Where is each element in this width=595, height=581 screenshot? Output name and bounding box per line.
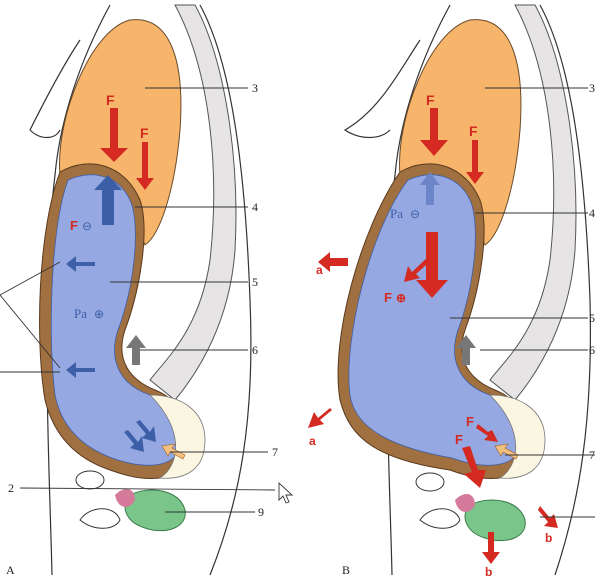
- arrow-label-b1-b: b: [545, 531, 552, 545]
- force-arrow-2-a: [136, 142, 154, 190]
- label-6-b: 6: [589, 343, 595, 357]
- force-label-f3-b: F: [384, 290, 392, 305]
- arrow-f-large-b: [462, 446, 486, 488]
- label-6-a: 6: [252, 343, 258, 357]
- force-arrow-down-b: [416, 232, 448, 298]
- label-4-b: 4: [589, 206, 595, 220]
- force-arrow-1-b: [420, 108, 448, 156]
- force-label-f1-b: F: [426, 92, 435, 108]
- force-label-minus-a: ⊖: [82, 219, 92, 233]
- label-2-a: 2: [8, 481, 14, 495]
- arrow-a-upper-b: [318, 252, 348, 272]
- leader-lines-b: [450, 87, 595, 518]
- label-4-a: 4: [252, 200, 258, 214]
- pink-tissue-a: [115, 488, 135, 507]
- leader-lines-a: [0, 87, 276, 513]
- force-arrow-diag-b: [404, 255, 434, 282]
- label-7-b: 7: [589, 448, 595, 462]
- force-arrow-2-b: [466, 140, 484, 184]
- force-label-f3-a: F: [70, 218, 78, 233]
- back-outline-a: [199, 4, 252, 576]
- arrow-a-lower-b: [308, 408, 332, 428]
- pubic-outline-b: [419, 508, 461, 529]
- force-plus-b: ⊕: [396, 291, 406, 305]
- pressure-arrow-left-2-a: [66, 362, 95, 378]
- mouse-cursor-icon: [278, 481, 294, 504]
- pubic-outline-a: [79, 508, 121, 529]
- back-outline-b: [539, 4, 592, 576]
- bone-oval-a: [75, 470, 105, 490]
- panel-letter-b: B: [342, 563, 350, 577]
- pressure-arrow-up-b: [420, 172, 440, 205]
- pelvic-bone-b: [464, 499, 526, 542]
- pelvic-area-a: [149, 394, 206, 479]
- pink-tissue-b: [455, 493, 475, 512]
- arrow-b-down-b: [482, 532, 500, 564]
- label-3-b: 3: [589, 81, 595, 95]
- arrow-label-a1-b: a: [316, 263, 323, 277]
- label-5-b: 5: [589, 311, 595, 325]
- label-3-a: 3: [252, 81, 258, 95]
- pelvic-area-b: [489, 394, 546, 479]
- grey-arrow-b: [456, 335, 476, 365]
- breast-a: [29, 39, 81, 139]
- arrow-label-b2-b: b: [485, 565, 492, 579]
- force-label-f2-b: F: [469, 123, 478, 139]
- label-5-a: 5: [252, 275, 258, 289]
- label-9-a: 9: [258, 505, 264, 519]
- pressure-arrow-down-2-a: [136, 420, 156, 442]
- pelvic-bone-a: [124, 489, 186, 532]
- force-label-f2-a: F: [140, 125, 149, 141]
- grey-arrow-a: [126, 335, 146, 365]
- arrow-label-a2-b: a: [309, 434, 316, 448]
- arrow-f-pelvic-b: [476, 424, 498, 442]
- pressure-label-b: Pa: [390, 206, 403, 221]
- force-arrow-1-a: [100, 108, 128, 162]
- force-label-f4-b: F: [466, 414, 474, 429]
- pressure-arrow-left-1-a: [66, 256, 95, 272]
- force-label-f5-b: F: [455, 432, 463, 447]
- pressure-minus-b: ⊖: [410, 207, 420, 221]
- pressure-plus-a: ⊕: [94, 307, 104, 321]
- pressure-arrow-up-a: [94, 175, 122, 225]
- bone-oval-b: [415, 472, 445, 492]
- outline-arrow-a: [161, 443, 186, 460]
- pressure-label-a: Pa: [74, 306, 87, 321]
- label-7-a: 7: [272, 445, 278, 459]
- pressure-arrow-down-1-a: [124, 430, 144, 452]
- panel-a: 3 4 5 6 7 2 9 A F F F ⊖ Pa ⊕: [0, 4, 278, 577]
- panel-letter-a: A: [6, 563, 15, 577]
- force-label-f1-a: F: [106, 92, 115, 108]
- panel-b: 3 4 5 6 7 B F F Pa ⊖ F ⊕ F F a a b b: [308, 4, 595, 579]
- breast-b: [343, 39, 421, 139]
